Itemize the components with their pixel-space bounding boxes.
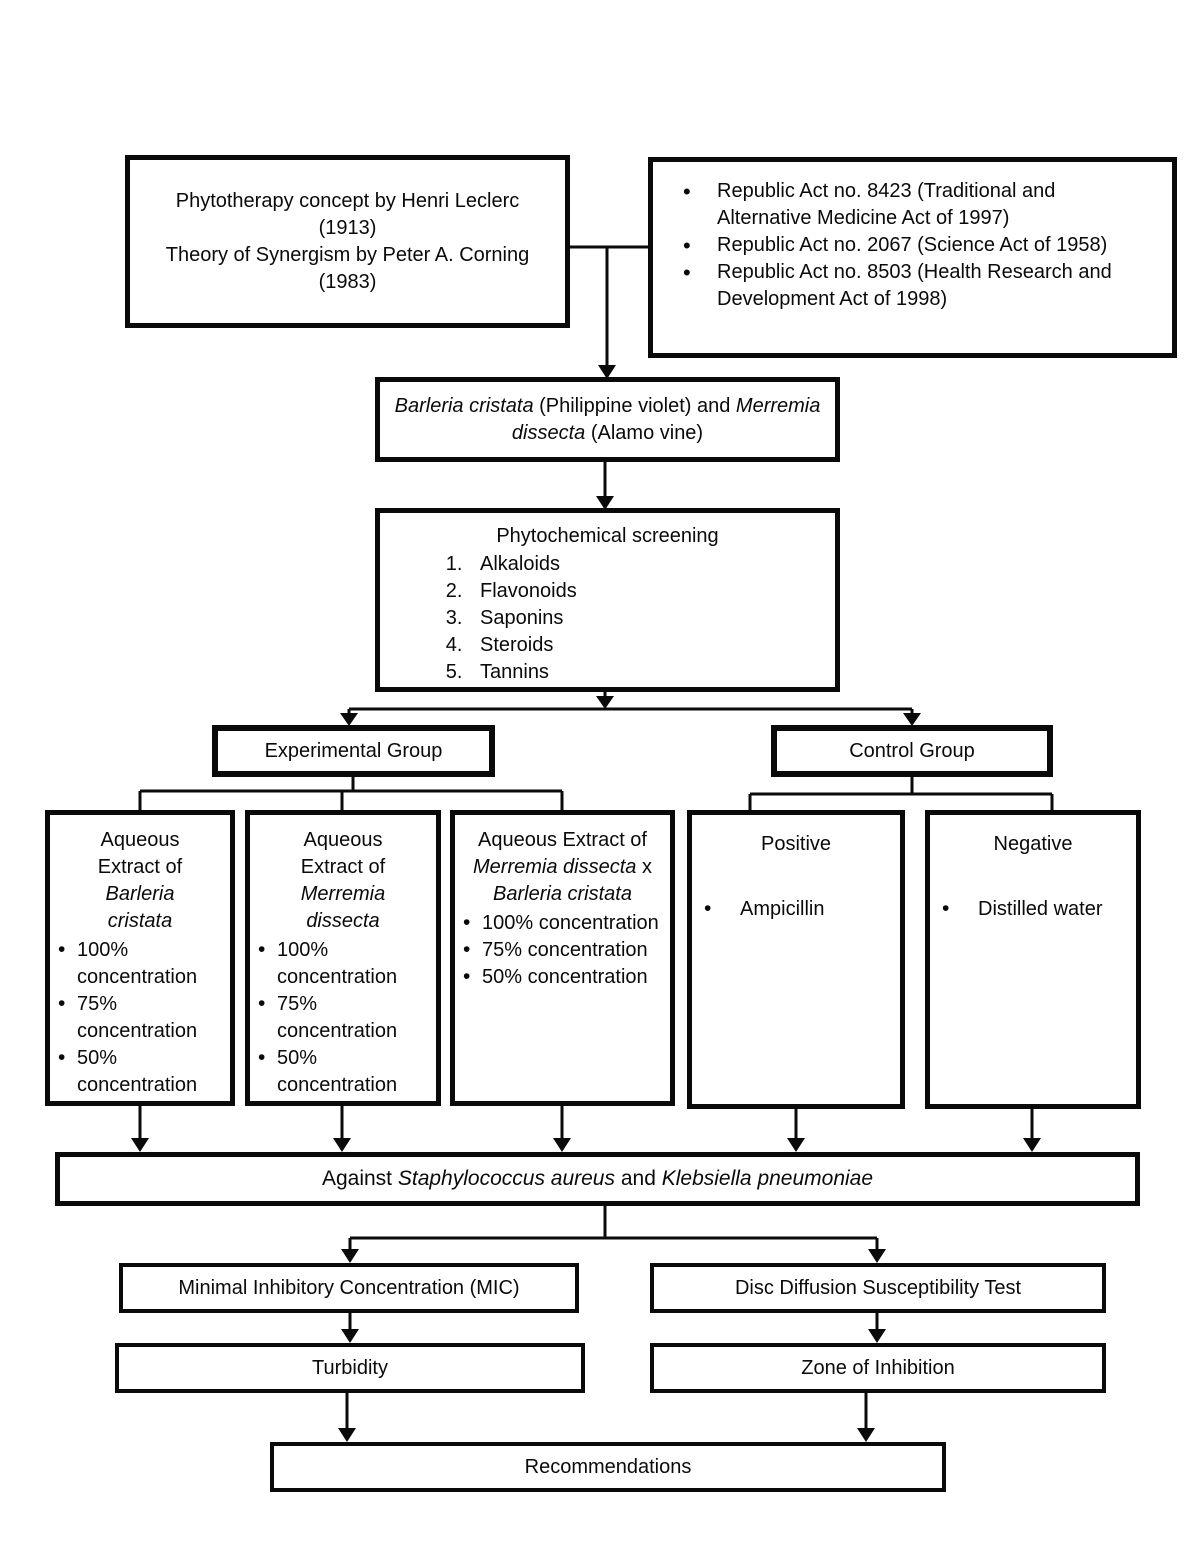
list-item: Republic Act no. 8503 (Health Research a…	[653, 258, 1154, 313]
plants-text: Barleria cristata (Philippine violet) an…	[393, 393, 823, 447]
zone-of-inhibition-label: Zone of Inhibition	[801, 1356, 955, 1379]
extract-barleria-box: Aqueous Extract of Barleria cristata 100…	[45, 810, 235, 1106]
list-item: Alkaloids	[468, 551, 835, 578]
list-item: Saponins	[468, 605, 835, 632]
theory-box: Phytotherapy concept by Henri Leclerc (1…	[125, 155, 570, 328]
list-item: 75% concentration	[50, 990, 226, 1045]
list-item: 100% concentration	[250, 936, 432, 991]
recommendations-label: Recommendations	[524, 1455, 692, 1478]
extract-cross-box: Aqueous Extract of Merremia dissecta x B…	[450, 810, 675, 1106]
extract-barleria-title: Aqueous Extract of Barleria cristata	[83, 827, 197, 935]
against-bacteria-bar: Against Staphylococcus aureus and Klebsi…	[55, 1152, 1140, 1206]
species-name: Barleria cristata	[394, 394, 534, 417]
screening-list: Alkaloids Flavonoids Saponins Steroids T…	[380, 551, 835, 686]
against-bacteria-text: Against Staphylococcus aureus and Klebsi…	[322, 1165, 873, 1193]
positive-control-list: Ampicillin	[692, 858, 900, 923]
list-item: Flavonoids	[468, 578, 835, 605]
experimental-group-label: Experimental Group	[264, 739, 443, 762]
list-item: 50% concentration	[455, 963, 666, 991]
theory-line-1: Phytotherapy concept by Henri Leclerc (1…	[175, 189, 520, 239]
republic-acts-list: Republic Act no. 8423 (Traditional and A…	[653, 162, 1172, 313]
list-item: Tannins	[468, 659, 835, 686]
disc-diffusion-box: Disc Diffusion Susceptibility Test	[650, 1263, 1106, 1313]
species-name: Staphylococcus aureus	[397, 1166, 615, 1190]
screening-title: Phytochemical screening	[496, 525, 719, 547]
species-name: Merremia dissecta	[300, 883, 386, 932]
list-item: 50% concentration	[250, 1044, 432, 1099]
concentration-list: 100% concentration 75% concentration 50%…	[50, 935, 230, 1099]
bar-text: and	[615, 1166, 662, 1190]
common-name: (Philippine violet) and	[533, 394, 736, 417]
list-item: Republic Act no. 2067 (Science Act of 19…	[653, 231, 1154, 261]
list-item: 100% concentration	[455, 909, 666, 937]
list-item: 50% concentration	[50, 1044, 226, 1099]
experimental-group-box: Experimental Group	[212, 725, 495, 777]
concentration-list: 100% concentration 75% concentration 50%…	[250, 935, 436, 1099]
negative-control-list: Distilled water	[930, 858, 1136, 923]
theory-line-2: Theory of Synergism by Peter A. Corning …	[165, 243, 530, 293]
extract-merremia-title: Aqueous Extract of Merremia dissecta	[281, 827, 405, 935]
screening-box: Phytochemical screening Alkaloids Flavon…	[375, 508, 840, 692]
extract-cross-title: Aqueous Extract of Merremia dissecta x B…	[465, 827, 661, 908]
list-item: 75% concentration	[250, 990, 432, 1045]
list-item: Republic Act no. 8423 (Traditional and A…	[653, 177, 1154, 232]
bar-text: Against	[321, 1166, 398, 1190]
control-group-label: Control Group	[849, 739, 975, 762]
positive-control-box: Positive Ampicillin	[687, 810, 905, 1109]
title-text: Aqueous Extract of	[478, 829, 647, 851]
positive-control-title: Positive	[760, 833, 832, 855]
concentration-list: 100% concentration 75% concentration 50%…	[455, 908, 670, 991]
mic-box: Minimal Inhibitory Concentration (MIC)	[119, 1263, 579, 1313]
list-item: Distilled water	[930, 895, 1132, 923]
species-name: Klebsiella pneumoniae	[661, 1166, 874, 1190]
extract-merremia-box: Aqueous Extract of Merremia dissecta 100…	[245, 810, 441, 1106]
negative-control-title: Negative	[993, 833, 1073, 855]
species-name: Barleria cristata	[493, 883, 632, 905]
list-item: Ampicillin	[692, 895, 896, 923]
disc-diffusion-label: Disc Diffusion Susceptibility Test	[734, 1276, 1022, 1299]
common-name: (Alamo vine)	[585, 421, 704, 444]
species-name: Merremia dissecta	[473, 856, 637, 878]
mic-label: Minimal Inhibitory Concentration (MIC)	[178, 1276, 520, 1299]
list-item: 75% concentration	[455, 936, 666, 964]
turbidity-box: Turbidity	[115, 1343, 585, 1393]
list-item: 100% concentration	[50, 936, 226, 991]
plants-box: Barleria cristata (Philippine violet) an…	[375, 377, 840, 462]
republic-acts-box: Republic Act no. 8423 (Traditional and A…	[648, 157, 1177, 358]
turbidity-label: Turbidity	[312, 1356, 388, 1379]
species-name: Merremia dissecta	[511, 394, 821, 444]
title-text: Aqueous Extract of	[97, 829, 183, 878]
control-group-box: Control Group	[771, 725, 1053, 777]
title-text: Aqueous Extract of	[300, 829, 386, 878]
negative-control-box: Negative Distilled water	[925, 810, 1141, 1109]
list-item: Steroids	[468, 632, 835, 659]
species-name: Barleria cristata	[105, 883, 175, 932]
title-text: x	[636, 856, 652, 878]
recommendations-box: Recommendations	[270, 1442, 946, 1492]
zone-of-inhibition-box: Zone of Inhibition	[650, 1343, 1106, 1393]
